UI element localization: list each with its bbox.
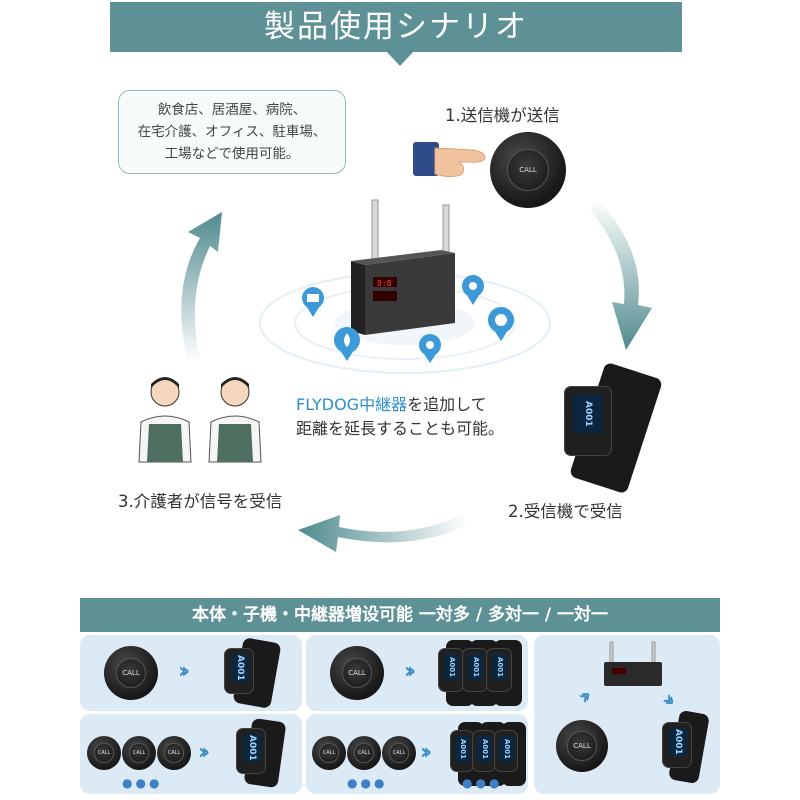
more-indicator: ●●● [462, 776, 503, 790]
usage-line: 在宅介護、オフィス、駐車場、 [137, 124, 327, 140]
call-button: CALL [104, 646, 158, 700]
usage-line: 工場などで使用可能。 [164, 146, 300, 162]
repeater-mini [604, 641, 662, 686]
step3-label: 3.介護者が信号を受信 [118, 492, 283, 511]
bottom-banner [80, 598, 720, 632]
watch: A001 [436, 640, 476, 706]
header-banner [110, 2, 682, 52]
cycle-arrow-icon [590, 200, 652, 350]
step2-label: 2.受信機で受信 [508, 502, 623, 521]
watch: A001 [232, 717, 290, 789]
step1-label: 1.送信機が送信 [445, 106, 560, 125]
location-pin-icon [462, 275, 484, 305]
note-line2: 距離を延長することも可能。 [296, 419, 505, 438]
call-button: CALL [330, 646, 384, 700]
pointing-hand-icon [413, 142, 486, 177]
brand-name: FLYDOG中継器 [296, 395, 408, 414]
watch: A001 [492, 722, 528, 786]
page-title: 製品使用シナリオ [264, 9, 528, 45]
cycle-arrow-icon [298, 515, 468, 552]
call-button: CALL [382, 736, 416, 770]
cycle-arrows [181, 200, 652, 552]
bottom-title: 本体・子機・中継器増设可能 一対多 / 多対一 / 一対一 [191, 605, 608, 625]
usage-line: 飲食店、居酒屋、病院、 [157, 102, 307, 118]
double-chevron-icon: ›› [198, 740, 210, 765]
watch: A001 [448, 722, 484, 786]
svg-text:8:8: 8:8 [377, 279, 392, 288]
location-pin-icon [302, 287, 324, 317]
double-chevron-icon: ›› [404, 659, 416, 684]
more-indicator: ●●● [347, 776, 388, 790]
call-label: CALL [519, 166, 537, 174]
watch-screen: A001 [573, 395, 603, 433]
repeater-illustration: 8:8 [259, 199, 551, 374]
call-button-transmitter: CALL [490, 132, 566, 208]
repeater-note: FLYDOG中継器を追加して 距離を延長することも可能。 [296, 393, 538, 441]
call-button: CALL [312, 736, 346, 770]
location-pin-icon [419, 334, 441, 363]
call-button: CALL [87, 736, 121, 770]
call-button: CALL [556, 720, 608, 772]
caregivers-illustration [138, 377, 262, 463]
header-notch [387, 52, 413, 66]
usage-box: 飲食店、居酒屋、病院、 在宅介護、オフィス、駐車場、 工場などで使用可能。 [118, 90, 346, 174]
watch: A001 [660, 709, 710, 785]
watch: A001 [484, 640, 524, 706]
location-pin-icon [488, 307, 514, 341]
call-button: CALL [157, 736, 191, 770]
more-indicator: ●●● [122, 776, 163, 790]
double-chevron-icon: ›› [420, 740, 432, 765]
location-pin-icon [334, 327, 360, 361]
cycle-arrow-icon [181, 212, 222, 362]
call-button: CALL [122, 736, 156, 770]
note-line1: を追加して [407, 395, 487, 414]
call-button: CALL [347, 736, 381, 770]
watch-receiver: A001 [556, 361, 664, 495]
double-chevron-icon: ›› [178, 659, 190, 684]
watch: A001 [220, 637, 282, 709]
